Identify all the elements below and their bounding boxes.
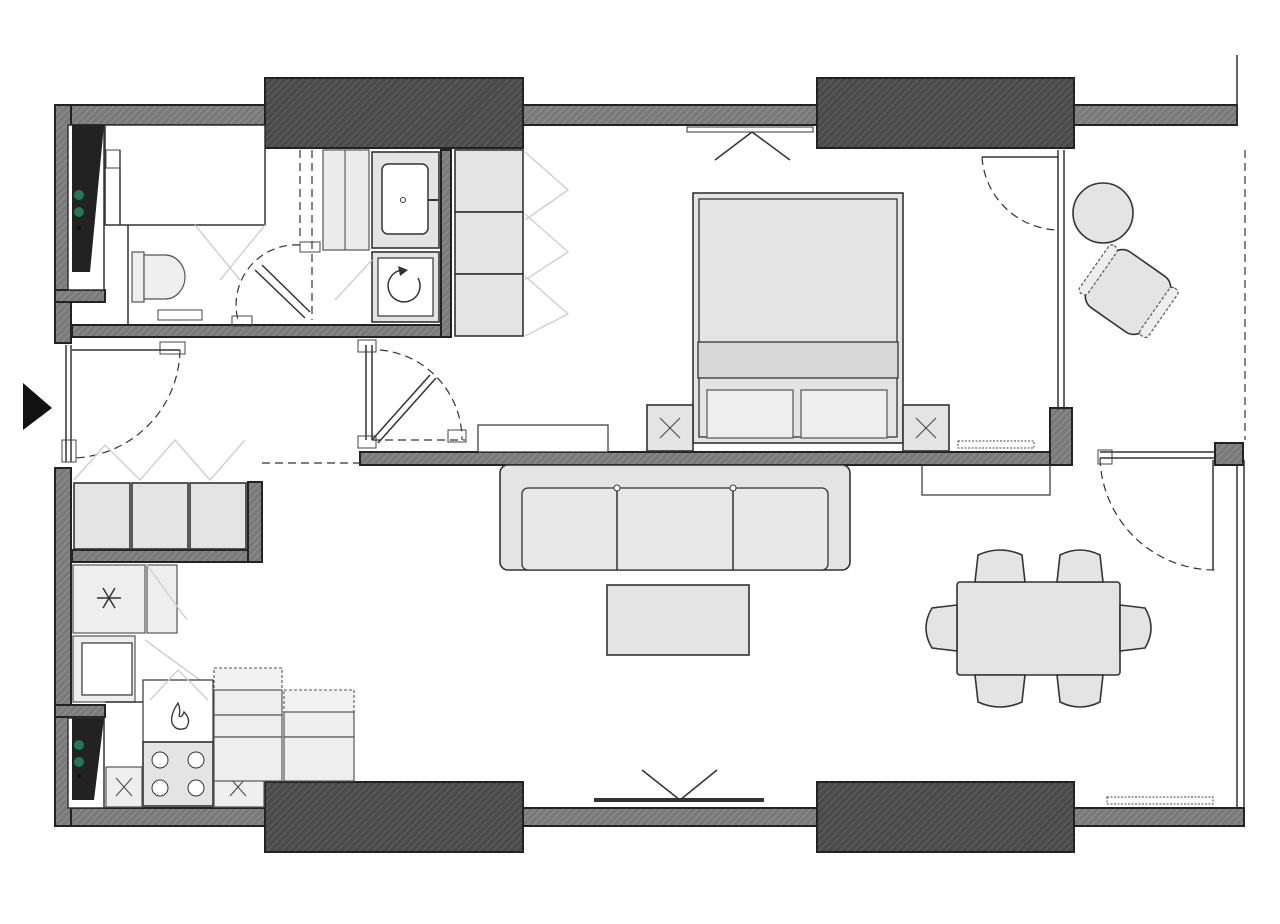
spin-arrow-icon (387, 269, 421, 303)
drawer-left (706, 389, 794, 439)
dining-table[interactable] (956, 581, 1121, 676)
interior-walls (54, 149, 1244, 718)
wardrobe-entry (73, 438, 247, 550)
wardrobe-top (454, 149, 570, 337)
shelf-unit (322, 149, 370, 251)
structural-pillars (264, 77, 1075, 853)
kitchen (72, 438, 355, 808)
hall-door[interactable] (61, 339, 467, 463)
sofa[interactable] (499, 464, 851, 571)
dining-chairs[interactable] (925, 549, 1152, 708)
flame-icon (170, 701, 190, 730)
bathtub (104, 124, 266, 226)
radiator-living (1106, 796, 1214, 805)
bathroom (104, 124, 440, 327)
oven[interactable] (142, 741, 214, 807)
living-window (594, 769, 764, 802)
dining-door[interactable] (1097, 449, 1216, 571)
entrance-door[interactable] (65, 345, 181, 462)
electrical-panel-bottom (67, 717, 105, 809)
side-table (1072, 182, 1134, 244)
bedroom-window (686, 126, 814, 133)
radiator-bedroom (957, 440, 1035, 449)
electrical-panel-top (67, 124, 105, 291)
snowflake-icon (97, 587, 121, 609)
bedroom (477, 126, 1051, 496)
coffee-table[interactable] (606, 584, 750, 656)
living-room (262, 462, 1214, 805)
nightstand-left (646, 404, 694, 452)
reading-corner (981, 150, 1246, 440)
tall-cabinets (213, 667, 355, 782)
armchair[interactable] (1074, 240, 1182, 344)
entrance-arrow-icon[interactable] (23, 383, 52, 430)
toilet[interactable] (131, 251, 145, 303)
dining-area (925, 449, 1216, 708)
drawer-right (800, 389, 888, 439)
